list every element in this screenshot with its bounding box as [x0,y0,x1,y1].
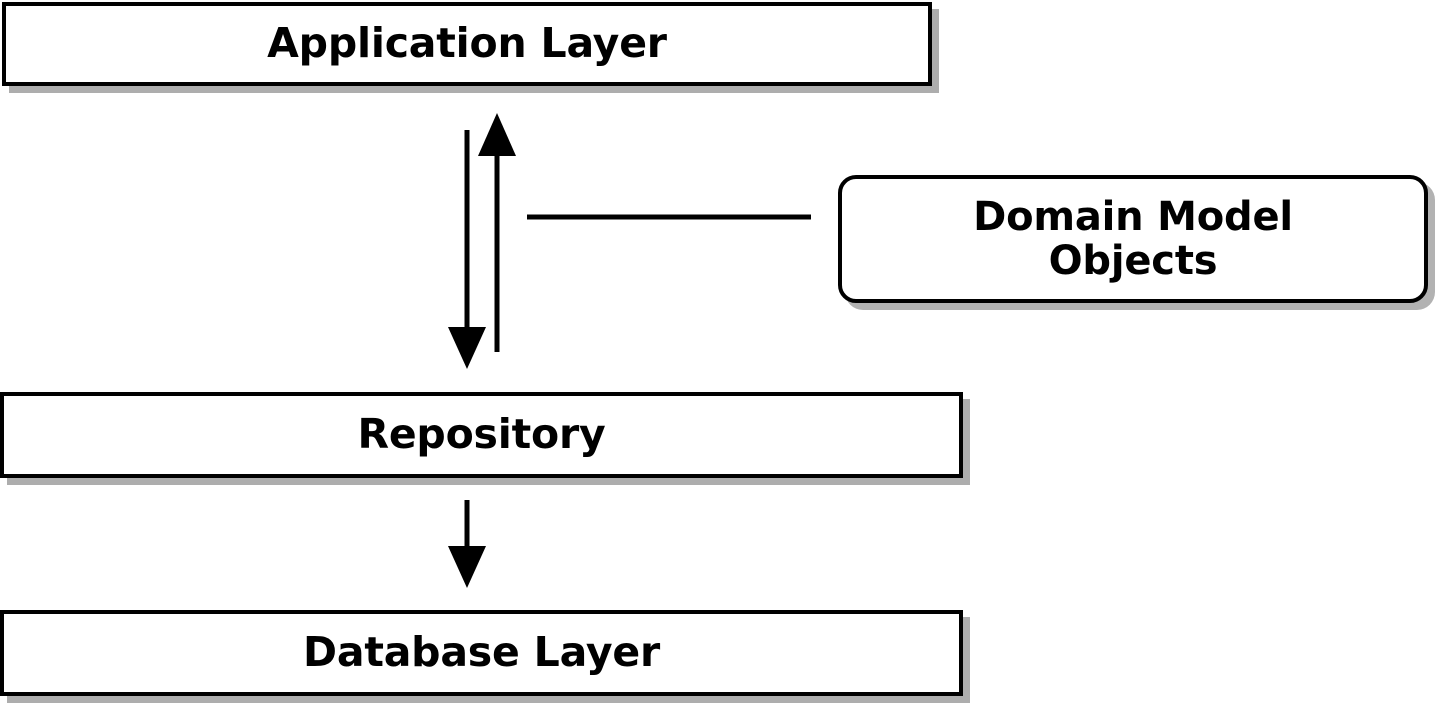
node-domain-model-objects[interactable]: Domain Model Objects [838,175,1428,303]
edge-repository-to-database-arrowhead [448,546,486,588]
edge-repository-to-application-arrowhead [478,113,516,156]
node-repository[interactable]: Repository [0,392,963,478]
edge-application-to-repository-arrowhead [448,327,486,369]
edge-application-to-repository[interactable] [448,130,486,369]
node-domain-model-objects-label: Domain Model Objects [973,194,1293,284]
node-database-layer-label: Database Layer [303,628,660,677]
node-repository-label: Repository [357,410,606,459]
node-application-layer-label: Application Layer [267,19,667,68]
edge-repository-to-database[interactable] [448,500,486,588]
node-application-layer[interactable]: Application Layer [2,2,932,86]
node-database-layer[interactable]: Database Layer [0,610,963,696]
edge-repository-to-application[interactable] [478,113,516,352]
